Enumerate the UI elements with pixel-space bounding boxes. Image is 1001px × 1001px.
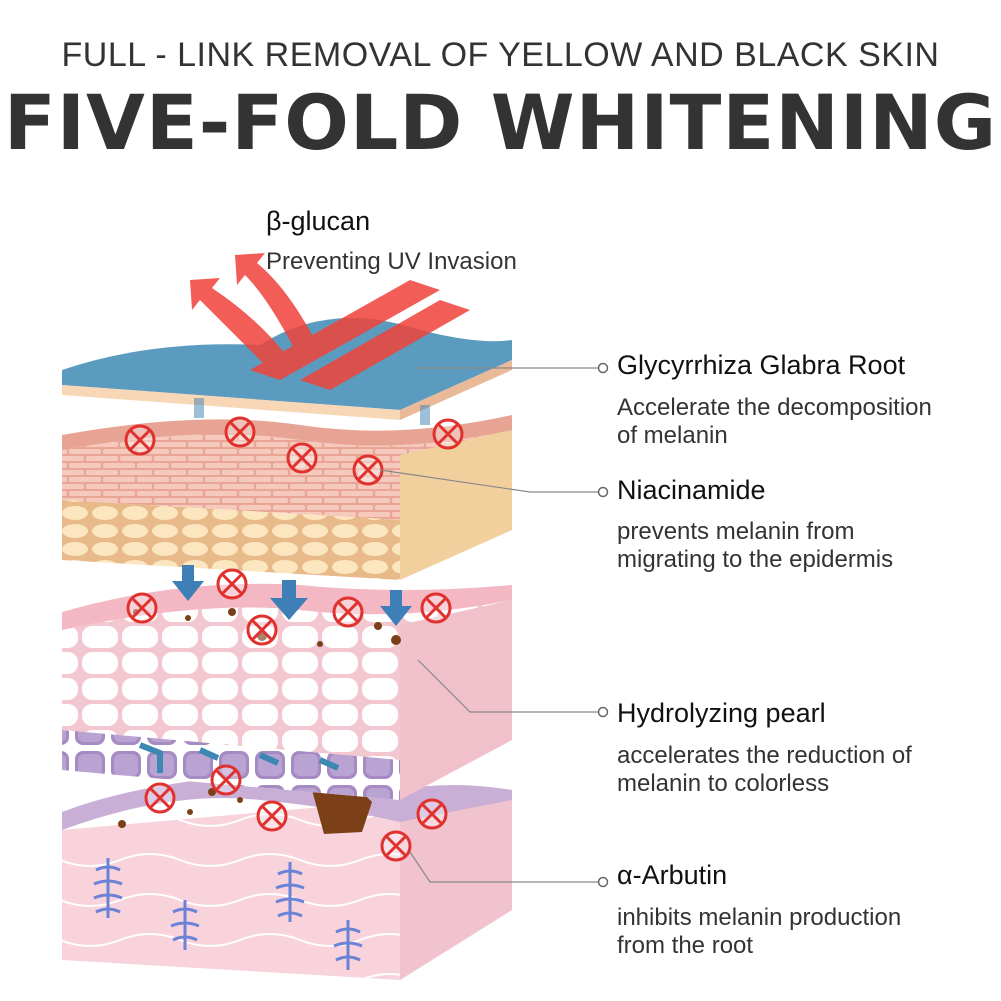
- ban-icon: [126, 592, 158, 624]
- label-glycyrrhiza: Glycyrrhiza Glabra Root: [617, 350, 906, 380]
- desc-niacinamide-line-1: prevents melanin from: [617, 518, 855, 545]
- ban-icon: [216, 568, 248, 600]
- ban-icon: [286, 442, 318, 474]
- ban-icon: [332, 596, 364, 628]
- desc-pearl-line-1: accelerates the reduction of: [617, 742, 912, 769]
- desc-beta-glucan-line-1: Preventing UV Invasion: [266, 248, 517, 275]
- label-hydrolyzing-pearl: Hydrolyzing pearl: [617, 698, 826, 728]
- ban-icon: [246, 614, 278, 646]
- ban-icon: [352, 454, 384, 486]
- ban-icon: [124, 424, 156, 456]
- desc-pearl-line-2: melanin to colorless: [617, 770, 830, 797]
- dermis-layer: [62, 776, 512, 980]
- ban-icon: [144, 782, 176, 814]
- desc-glycyrrhiza-line-2: of melanin: [617, 422, 728, 449]
- leader-lines: [379, 367, 600, 883]
- leader-endpoints: [597, 362, 609, 888]
- dermis-fat-layer: [62, 415, 512, 580]
- subtitle: FULL - LINK REMOVAL OF YELLOW AND BLACK …: [61, 36, 940, 74]
- arrow-down-icon: [172, 398, 430, 626]
- desc-arbutin-line-1: inhibits melanin production: [617, 904, 902, 931]
- ban-icon: [432, 418, 464, 450]
- desc-arbutin-line-2: from the root: [617, 932, 754, 959]
- page-title: FIVE-FOLD WHITENING: [3, 78, 998, 167]
- uv-ray-icon: [190, 253, 470, 390]
- blood-vessel-icon: [93, 858, 363, 970]
- ban-icon: [380, 830, 412, 862]
- desc-niacinamide-line-2: migrating to the epidermis: [617, 546, 894, 573]
- ban-icon: [420, 592, 452, 624]
- label-niacinamide: Niacinamide: [617, 475, 766, 505]
- ban-icon: [210, 764, 242, 796]
- ban-icons: [124, 416, 464, 862]
- ban-icon: [416, 798, 448, 830]
- label-alpha-arbutin: α-Arbutin: [617, 860, 728, 890]
- desc-glycyrrhiza-line-1: Accelerate the decomposition: [617, 394, 932, 421]
- label-beta-glucan: β-glucan: [266, 206, 371, 236]
- ban-icon: [256, 800, 288, 832]
- ban-icon: [224, 416, 256, 448]
